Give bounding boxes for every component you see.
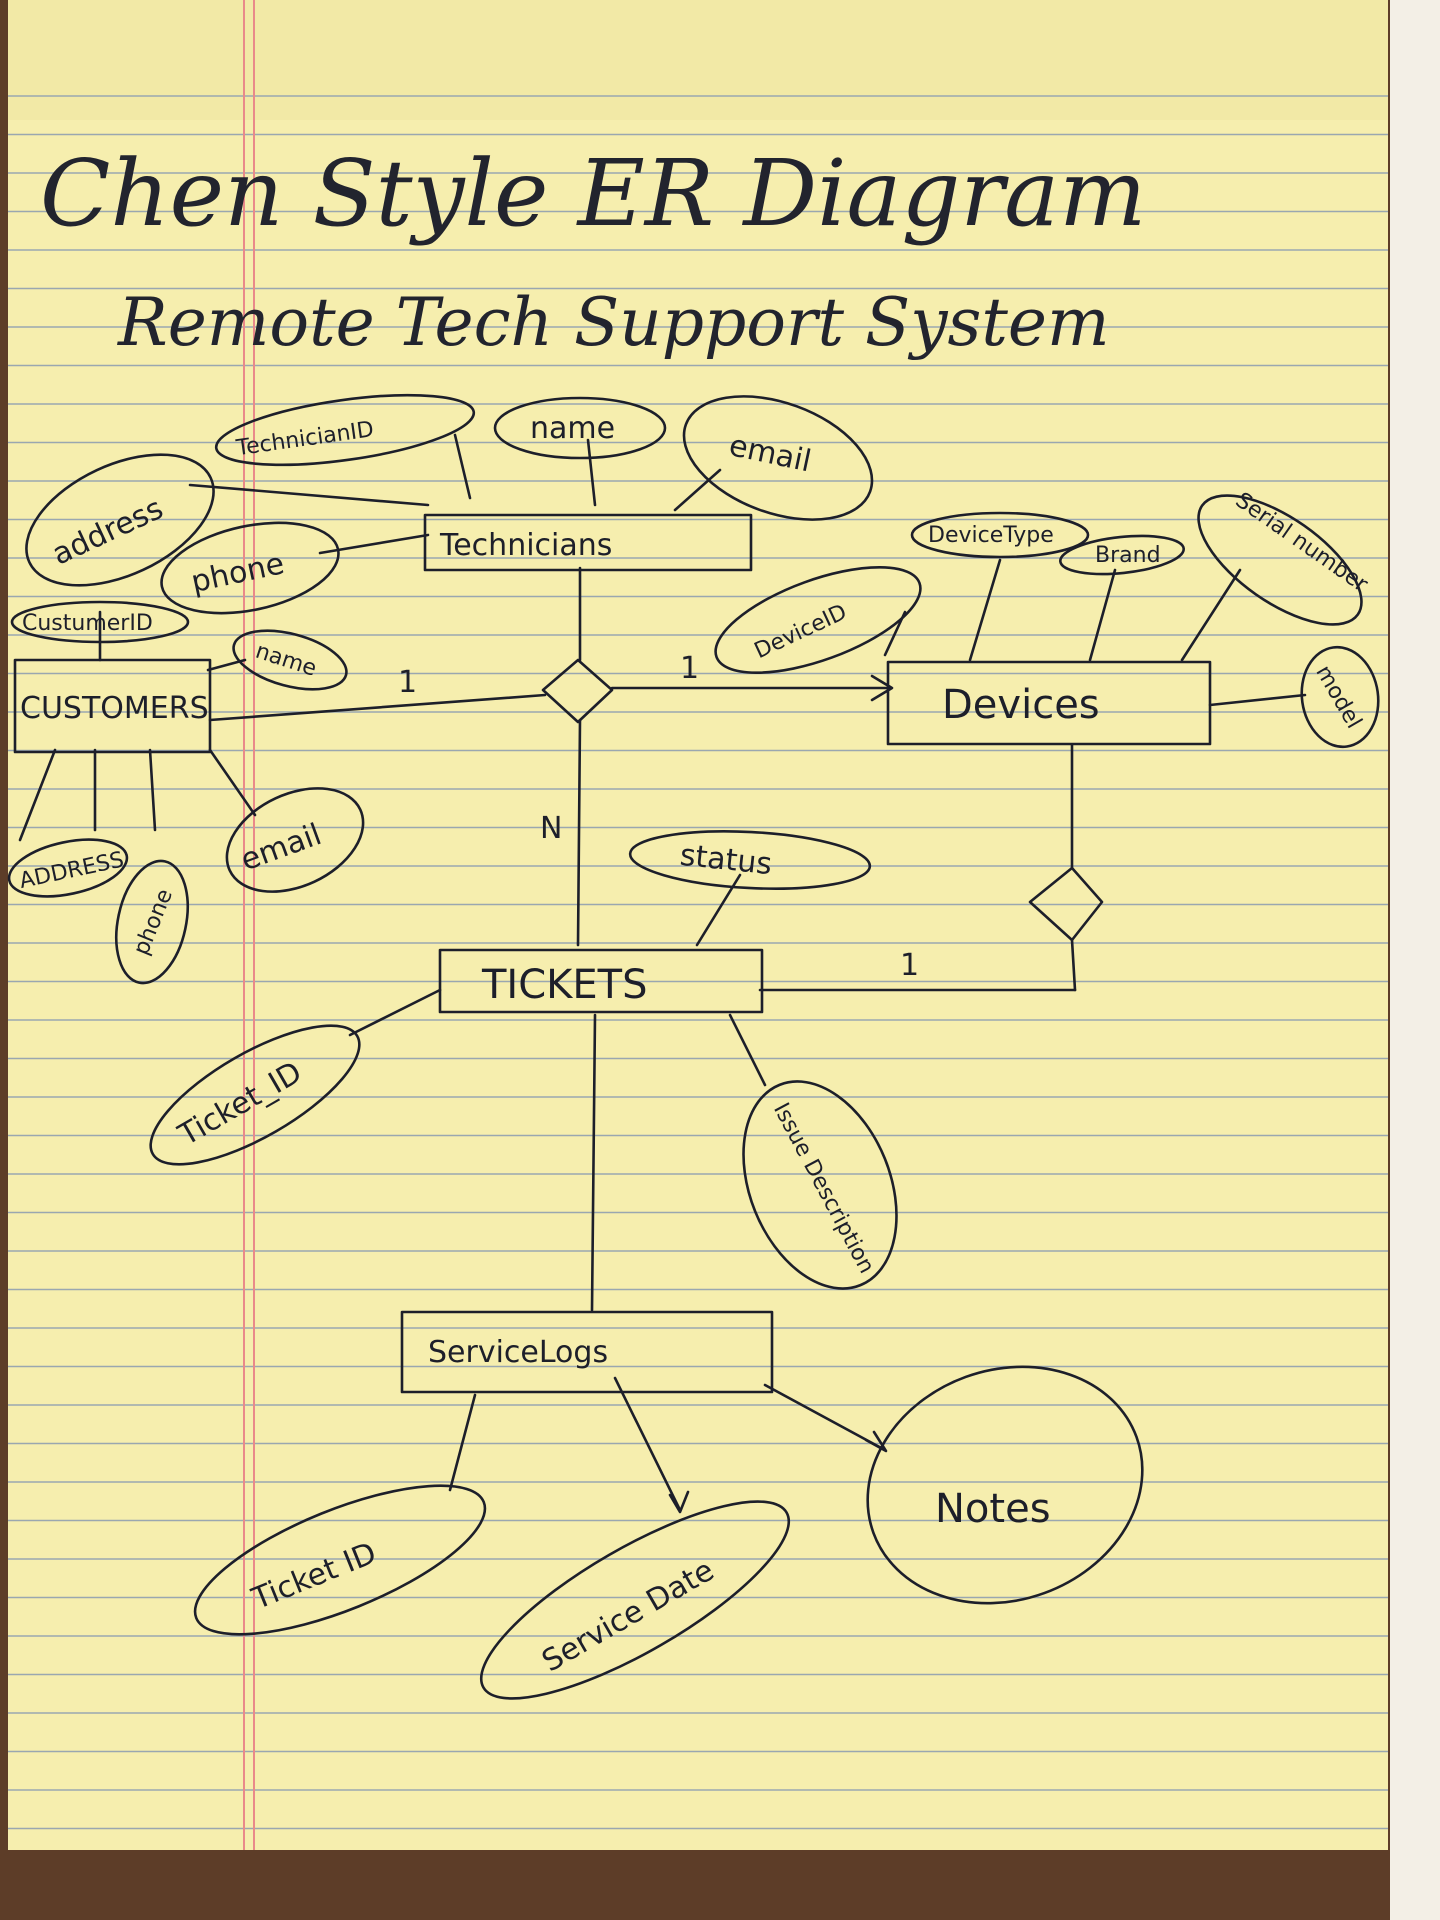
svg-text:CustumerID: CustumerID — [22, 611, 153, 636]
relationship-diamond-device-ticket — [1028, 866, 1104, 942]
entity-label: ServiceLogs — [428, 1335, 608, 1370]
legal-pad-paper — [8, 0, 1388, 1850]
cardinality-device-ticket: 1 — [900, 948, 919, 983]
attribute-brand: Brand — [1059, 534, 1185, 576]
attribute-customer-id: CustumerID — [10, 600, 190, 644]
entity-label: Devices — [942, 682, 1100, 728]
svg-text:Notes: Notes — [935, 1486, 1051, 1532]
paper-top-fold — [8, 0, 1388, 120]
relationship-diamond-central — [541, 658, 614, 724]
svg-text:Brand: Brand — [1095, 543, 1161, 568]
edge-sheet — [1390, 0, 1440, 1920]
svg-text:name: name — [530, 411, 615, 446]
entity-label: CUSTOMERS — [20, 691, 209, 726]
cardinality-device: 1 — [680, 651, 699, 686]
entity-label: TICKETS — [481, 962, 648, 1008]
entity-customers: CUSTOMERS — [13, 658, 212, 754]
diagram-title: Chen Style ER Diagram — [40, 140, 1146, 247]
cardinality-customer: 1 — [398, 665, 417, 700]
entity-devices: Devices — [886, 660, 1212, 746]
entity-label: Technicians — [439, 528, 612, 563]
entity-service-logs: ServiceLogs — [400, 1310, 774, 1394]
svg-text:DeviceType: DeviceType — [928, 523, 1054, 548]
entity-tickets: TICKETS — [438, 948, 764, 1014]
connector-lines — [18, 433, 1307, 1514]
cardinality-ticket: N — [540, 811, 562, 846]
attribute-device-type: DeviceType — [910, 511, 1090, 559]
entity-technicians: Technicians — [423, 513, 753, 572]
attribute-tech-name: name — [493, 396, 667, 460]
ruled-lines — [8, 95, 1388, 1830]
diagram-subtitle: Remote Tech Support System — [117, 284, 1110, 361]
attribute-notes: Notes — [866, 1365, 1144, 1605]
